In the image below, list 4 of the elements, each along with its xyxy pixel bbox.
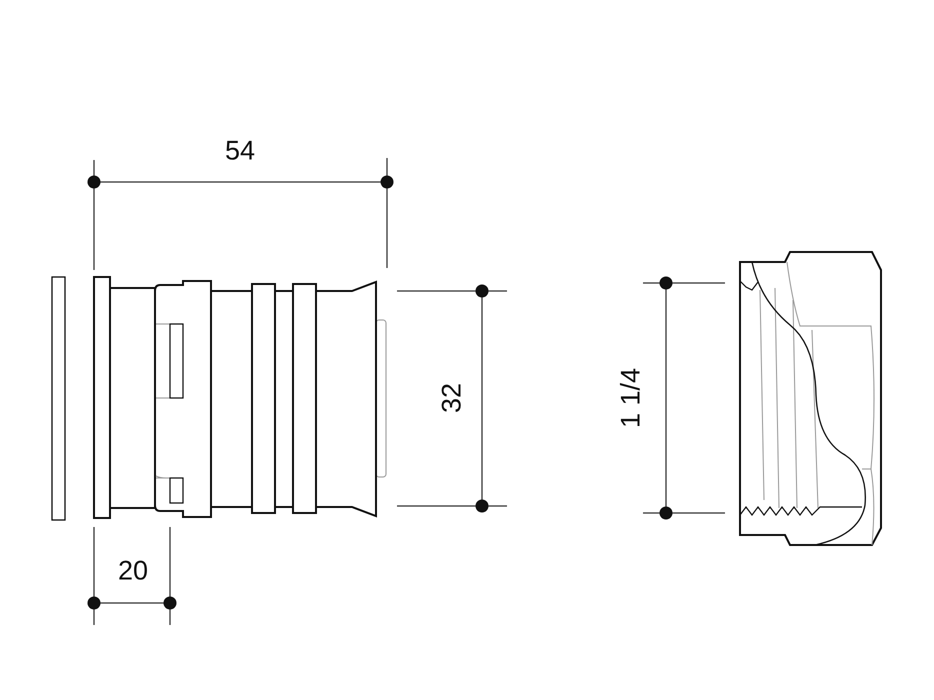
dimension-label: 32 — [438, 382, 466, 414]
dimension-label: 54 — [224, 138, 256, 164]
dimension-label: 20 — [118, 558, 148, 584]
dimension-label: 1 1/4 — [618, 368, 644, 428]
